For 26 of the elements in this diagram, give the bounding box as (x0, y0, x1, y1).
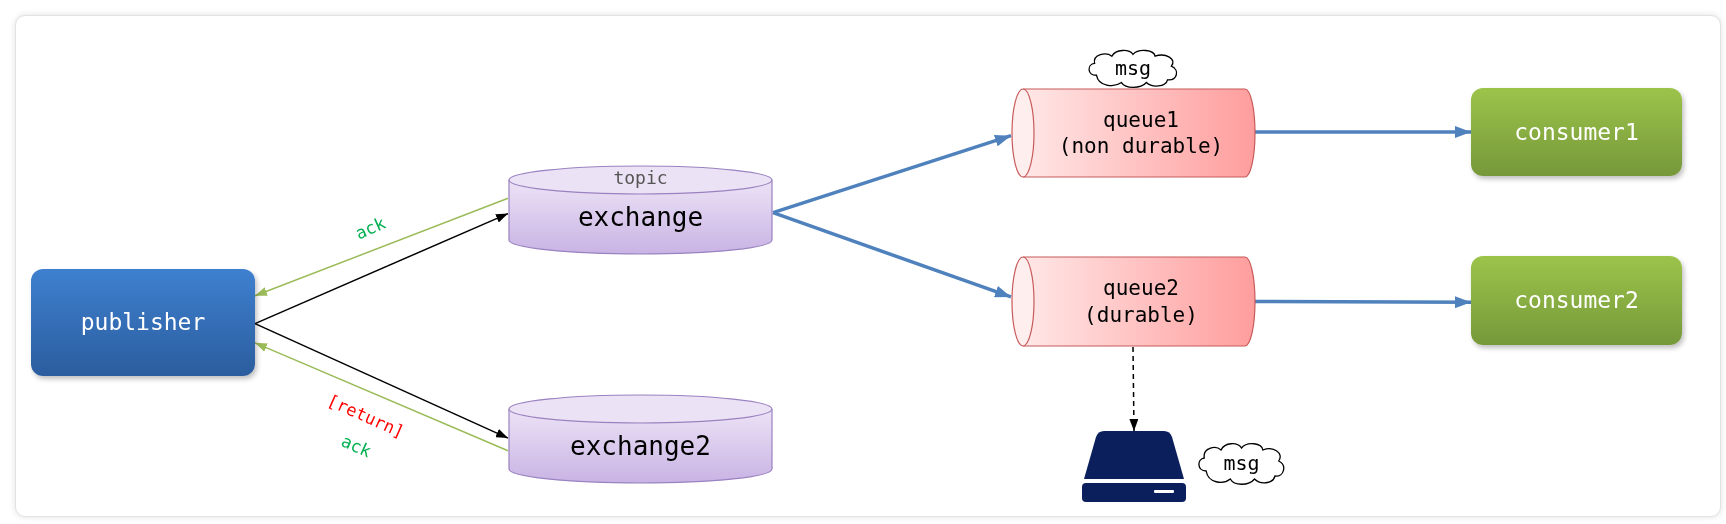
node-label: queue2 (1103, 275, 1179, 302)
node-label: queue1 (1103, 106, 1179, 133)
node-label: (durable) (1084, 301, 1198, 328)
node-label: consumer1 (1514, 117, 1639, 147)
arrow (254, 322, 509, 439)
arrow (1255, 126, 1471, 138)
consumer-box (1471, 88, 1682, 176)
consumer-box (1471, 256, 1682, 345)
arrow (772, 211, 1012, 299)
edge-label: ack (351, 212, 388, 244)
type-label: topic (612, 167, 669, 190)
publisher-box (31, 269, 255, 376)
arrow (254, 342, 509, 452)
arrow (254, 212, 509, 325)
message-label: msg (1114, 55, 1152, 81)
arrow (772, 134, 1012, 215)
message-label: msg (1223, 450, 1260, 476)
node-label: consumer2 (1514, 286, 1639, 315)
arrow (1129, 346, 1139, 432)
arrow (1255, 296, 1471, 309)
node-label: exchange (577, 200, 704, 234)
node-label: exchange2 (570, 429, 711, 463)
arrow (254, 197, 509, 297)
node-label: publisher (80, 308, 206, 337)
edge-label: ack (337, 430, 374, 462)
node-label: (non durable) (1058, 133, 1224, 160)
